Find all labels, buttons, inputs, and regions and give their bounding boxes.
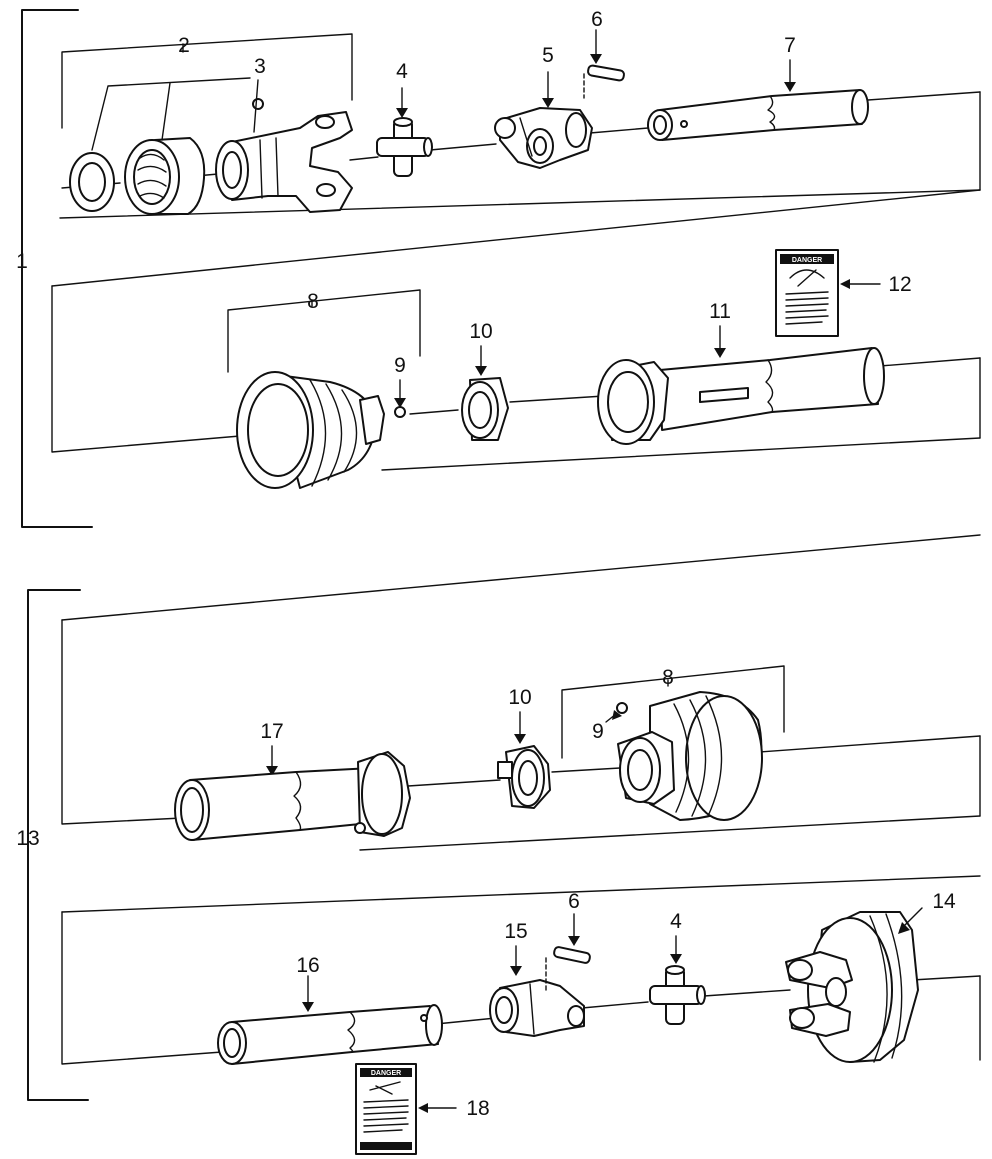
inner-tube-7	[647, 59, 869, 141]
callout-13: 13	[16, 827, 39, 850]
callout-15: 15	[504, 920, 527, 943]
guard-cone-bottom	[617, 691, 763, 821]
callout-8-bottom: 8	[662, 666, 674, 689]
group-13-bracket	[27, 589, 89, 1101]
spring-pin-top	[583, 29, 625, 99]
bearing-ring-top	[461, 345, 509, 441]
decal-12-header: DANGER	[792, 257, 822, 264]
decal-18-header: DANGER	[371, 1070, 401, 1077]
guard-yoke-14	[785, 907, 923, 1063]
callout-9-top: 9	[394, 354, 406, 377]
panel-2-frame	[51, 189, 981, 471]
outer-guard-tube-11	[597, 325, 885, 445]
clip-bottom	[605, 702, 628, 723]
callout-6: 6	[591, 8, 603, 31]
panel-3-frame	[61, 534, 981, 851]
bearing-collar	[124, 137, 206, 215]
cross-journal-bottom	[649, 935, 706, 1025]
callout-6-bottom: 6	[568, 890, 580, 913]
danger-decal-18: DANGER	[355, 1063, 457, 1155]
inner-tube-16	[217, 975, 443, 1065]
callout-2: 2	[178, 34, 190, 57]
callout-9-bottom: 9	[592, 720, 604, 743]
guard-cone-top	[236, 371, 385, 489]
callout-8-top: 8	[307, 290, 319, 313]
callout-18: 18	[466, 1097, 489, 1120]
danger-decal-12: DANGER	[775, 249, 881, 337]
group-1-bracket	[21, 9, 93, 528]
panel-4-frame	[61, 875, 981, 1065]
inner-yoke	[215, 111, 353, 213]
callout-5: 5	[542, 44, 554, 67]
bearing-ring-bottom	[497, 711, 551, 809]
callout-10-top: 10	[469, 320, 492, 343]
callout-17: 17	[260, 720, 283, 743]
bracket-2	[61, 33, 353, 129]
callout-11: 11	[709, 300, 731, 323]
callout-3: 3	[254, 55, 266, 78]
callout-14: 14	[932, 890, 956, 913]
washer-ring	[69, 152, 115, 212]
outer-guard-tube-17	[174, 745, 411, 841]
bracket-8-top	[227, 289, 421, 373]
callout-7: 7	[784, 34, 796, 57]
clip-top	[394, 379, 406, 418]
callout-12: 12	[888, 273, 911, 296]
bracket-8-bottom	[561, 665, 785, 759]
callout-1: 1	[16, 250, 28, 273]
callout-4-bottom: 4	[670, 910, 682, 933]
callout-4: 4	[396, 60, 408, 83]
cross-journal-top	[376, 87, 433, 177]
leader-3	[91, 77, 264, 151]
yoke-5	[494, 71, 593, 169]
callout-10-bottom: 10	[508, 686, 531, 709]
spring-pin-bottom	[545, 913, 591, 991]
callout-16: 16	[296, 954, 319, 977]
